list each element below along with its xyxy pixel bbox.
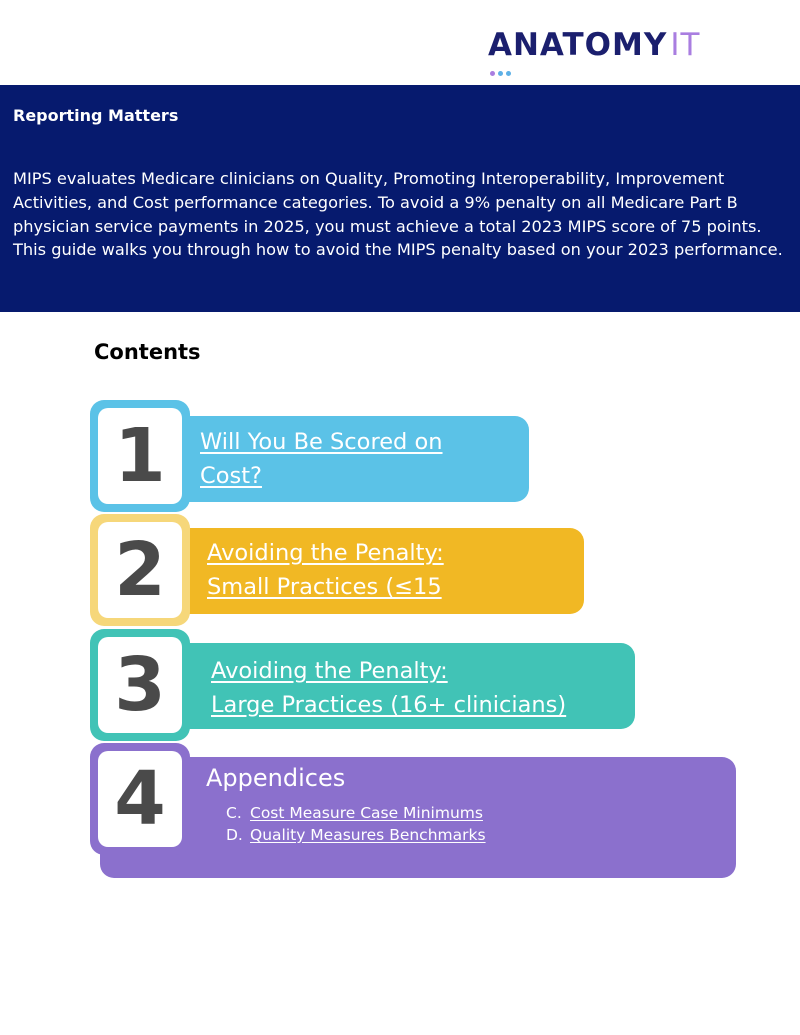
logo-dot: [498, 71, 503, 76]
logo-dot: [506, 71, 511, 76]
section-2-link-line: Avoiding the Penalty:: [207, 540, 444, 566]
section-3-link-line: Large Practices (16+ clinicians): [211, 692, 567, 718]
section-2-link-line: Small Practices (≤15: [207, 574, 442, 600]
appendix-item[interactable]: D. Quality Measures Benchmarks: [226, 824, 486, 846]
section-1-link-line: Will You Be Scored on: [200, 429, 443, 455]
appendix-link-quality-measures[interactable]: Quality Measures Benchmarks: [250, 826, 486, 844]
section-1-link[interactable]: Will You Be Scored on Cost?: [200, 425, 443, 493]
appendices-title: Appendices: [206, 764, 346, 792]
section-3-link[interactable]: Avoiding the Penalty: Large Practices (1…: [211, 654, 566, 722]
section-2-link[interactable]: Avoiding the Penalty: Small Practices (≤…: [207, 536, 444, 604]
section-4-bar: [100, 757, 736, 878]
logo-suffix-text: IT: [670, 27, 701, 63]
banner-title: Reporting Matters: [13, 106, 179, 125]
anatomy-it-logo: ANATOMYIT: [488, 28, 700, 76]
appendices-list: C. Cost Measure Case Minimums D. Quality M…: [226, 802, 486, 846]
reporting-matters-banner: Reporting Matters MIPS evaluates Medicar…: [0, 85, 800, 312]
section-1-number: 1: [114, 413, 166, 499]
section-4-number: 4: [114, 756, 166, 842]
section-1-bar[interactable]: [160, 416, 529, 502]
section-3-number-box: 3: [90, 629, 190, 741]
section-1-number-box: 1: [90, 400, 190, 512]
section-2-bar[interactable]: [160, 528, 584, 614]
section-2-number: 2: [114, 527, 166, 613]
banner-body-text: MIPS evaluates Medicare clinicians on Qu…: [13, 169, 783, 260]
appendix-marker: C.: [226, 804, 242, 822]
section-3-bar[interactable]: [160, 643, 635, 729]
logo-dots-icon: [490, 63, 514, 76]
logo-dot: [490, 71, 495, 76]
section-3-link-line: Avoiding the Penalty:: [211, 658, 448, 684]
appendix-marker: D.: [226, 826, 243, 844]
section-3-number: 3: [114, 642, 166, 728]
appendix-link-cost-measure[interactable]: Cost Measure Case Minimums: [250, 804, 483, 822]
section-4-number-box: 4: [90, 743, 190, 855]
section-1-link-line: Cost?: [200, 463, 262, 489]
logo-wordmark: ANATOMYIT: [488, 28, 700, 62]
section-2-number-box: 2: [90, 514, 190, 626]
appendix-item[interactable]: C. Cost Measure Case Minimums: [226, 802, 486, 824]
logo-main-text: ANATOMY: [488, 27, 668, 63]
contents-heading: Contents: [94, 340, 201, 364]
